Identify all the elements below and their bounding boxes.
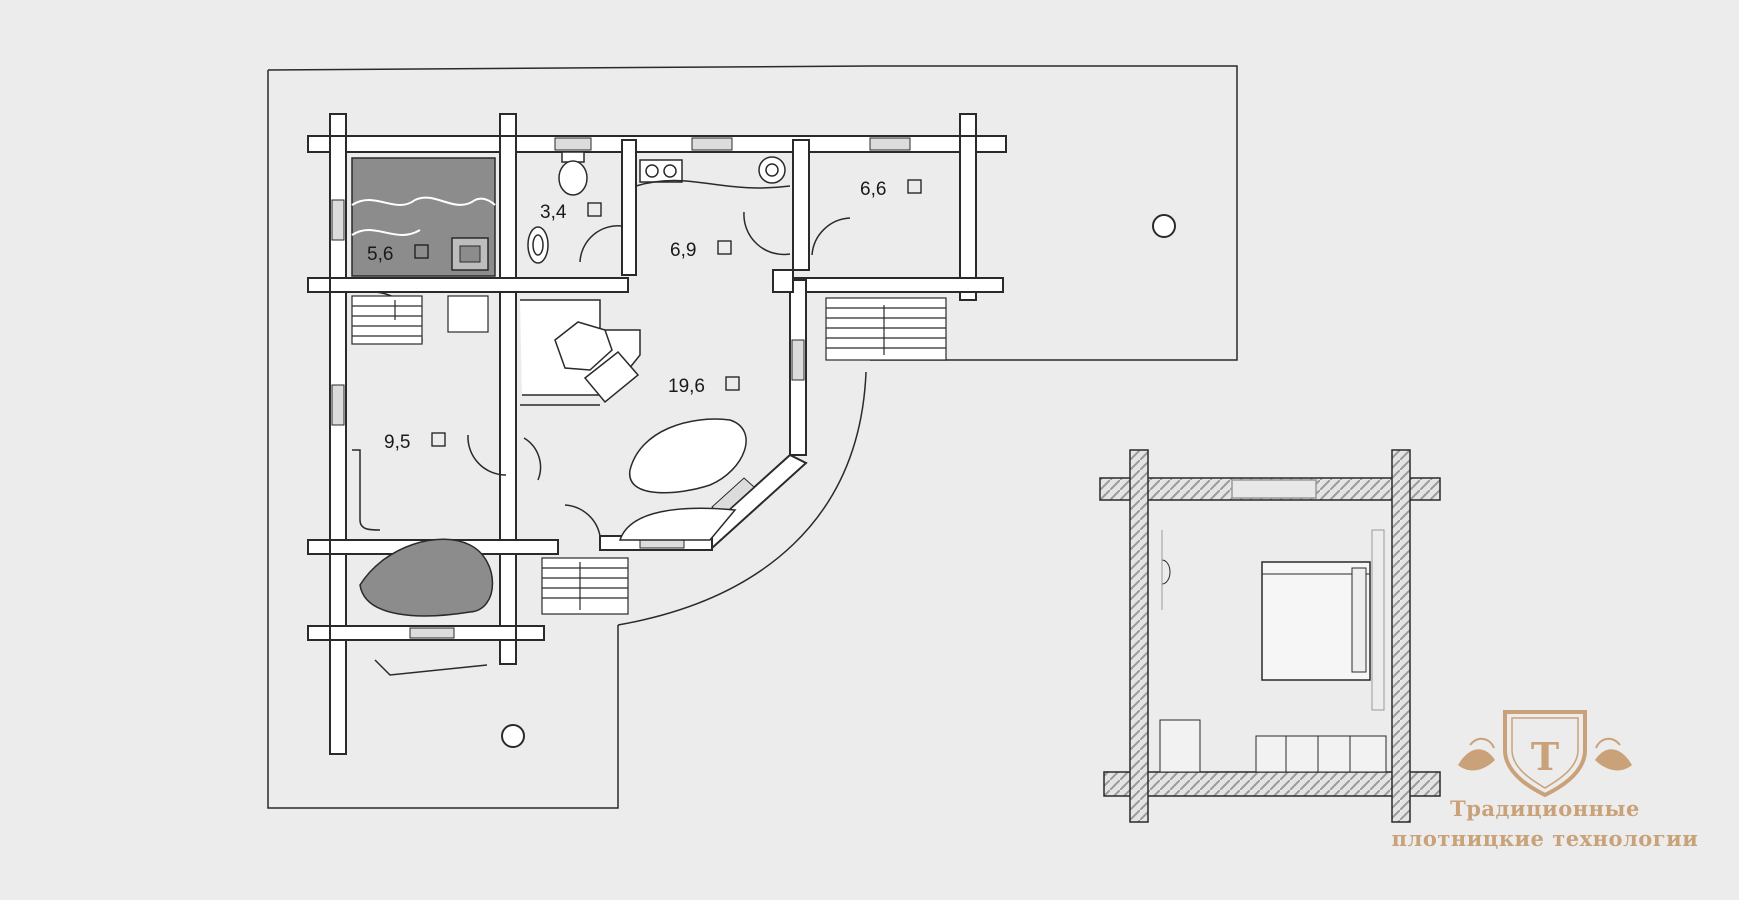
- toilet-fixtures: [527, 151, 588, 264]
- room-area-label: 9,5: [384, 432, 410, 453]
- brand-name-line-1: Традиционные: [1450, 796, 1640, 821]
- brand-name-line-2: плотницкие технологии: [1391, 826, 1699, 851]
- room-area-label: 6,9: [670, 240, 696, 261]
- steam-room: [351, 157, 496, 277]
- log-ends: [307, 113, 1007, 755]
- column-marker: [501, 724, 525, 748]
- room-area-label: 3,4: [540, 202, 567, 223]
- room-area-label: 6,6: [860, 179, 886, 200]
- brand-logo: T: [1458, 710, 1632, 798]
- room-area-label: 5,6: [367, 244, 393, 265]
- logo-letter: T: [1531, 734, 1559, 779]
- room-labels: 5,6 3,4 6,9 6,6 19,6 9,5: [367, 179, 922, 453]
- room-area-label: 19,6: [668, 376, 705, 397]
- washroom-fixtures: [352, 449, 494, 617]
- terrace-outline: [267, 65, 1238, 809]
- terrace-columns: [501, 214, 1176, 748]
- column-marker: [1152, 214, 1176, 238]
- windows: [331, 137, 911, 639]
- living-furniture: [520, 299, 747, 541]
- stairs: [351, 295, 947, 615]
- attic-plan: [1099, 449, 1441, 823]
- kitchen-fixtures: [635, 156, 791, 189]
